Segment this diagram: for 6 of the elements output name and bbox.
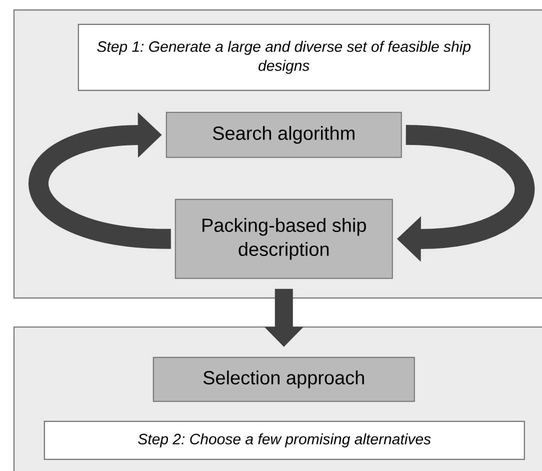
process-box: Search algorithm xyxy=(166,112,402,158)
arrow xyxy=(28,112,172,249)
process-box: Packing-based ship description xyxy=(174,198,393,279)
step-caption-box: Step 1: Generate a large and diverse set of feasible ship designs xyxy=(78,24,490,91)
process-box: Selection approach xyxy=(152,356,415,402)
step-caption-box: Step 2: Choose a few promising alternatives xyxy=(44,420,525,460)
